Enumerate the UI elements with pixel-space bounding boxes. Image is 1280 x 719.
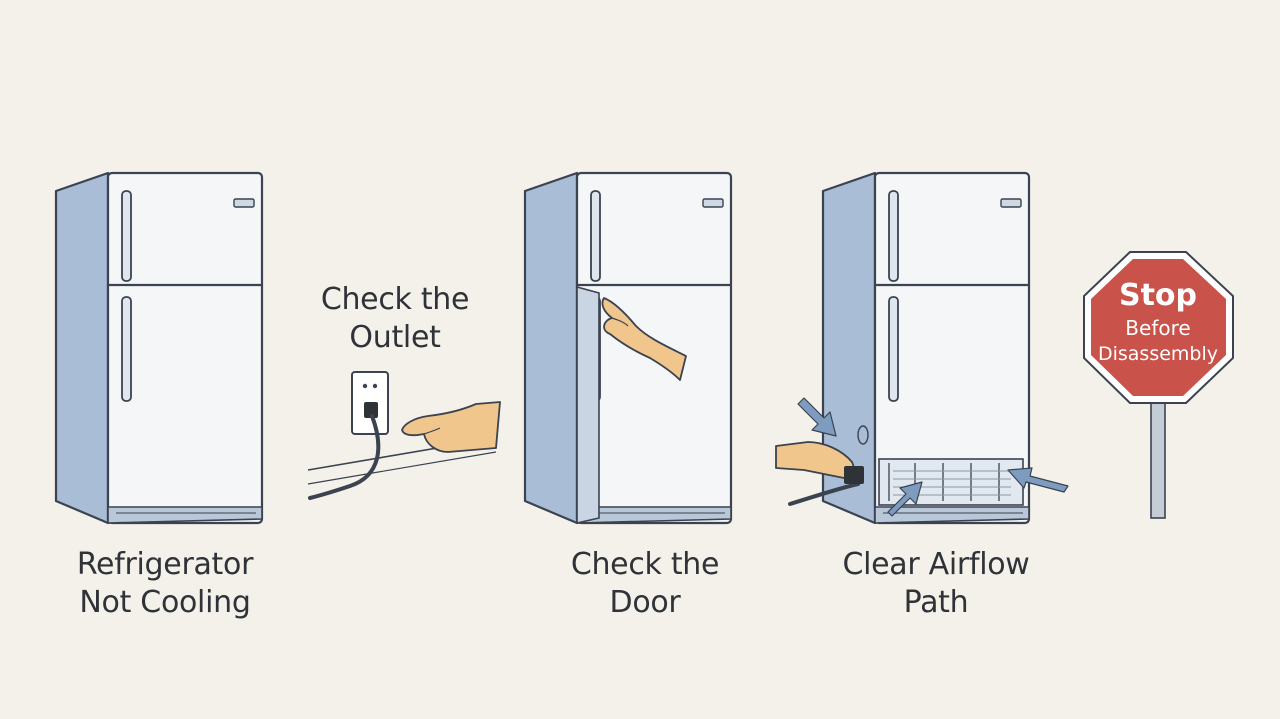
refrigerator-airflow-illustration [821, 171, 1031, 525]
caption-line: Door [609, 585, 681, 620]
hand-icon [601, 297, 687, 381]
caption-line: Refrigerator [76, 547, 254, 582]
step-caption-check-the-door: Check the Door [550, 546, 740, 622]
airflow-arrows [797, 397, 1069, 517]
stop-sign-title: Stop [1119, 278, 1197, 313]
caption-line: Not Cooling [79, 585, 251, 620]
hand-icon [775, 441, 864, 484]
caption-line: Check the [570, 547, 720, 582]
stop-sign-line1: Before [1125, 316, 1190, 340]
step-caption-clear-airflow-path: Clear Airflow Path [826, 546, 1046, 622]
caption-line: Clear Airflow [842, 547, 1030, 582]
refrigerator-illustration [54, 171, 264, 525]
step-caption-refrigerator-not-cooling: Refrigerator Not Cooling [50, 546, 280, 622]
caption-line: Check the [320, 282, 470, 317]
hand-icon [401, 401, 501, 453]
cord [788, 482, 860, 506]
step-caption-check-the-outlet: Check the Outlet [300, 281, 490, 357]
stop-sign: Stop Before Disassembly [1083, 251, 1234, 519]
caption-line: Path [903, 585, 969, 620]
outlet-illustration [307, 371, 497, 500]
stop-sign-line2: Disassembly [1098, 343, 1218, 365]
caption-line: Outlet [349, 320, 441, 355]
refrigerator-door-illustration [523, 171, 733, 525]
